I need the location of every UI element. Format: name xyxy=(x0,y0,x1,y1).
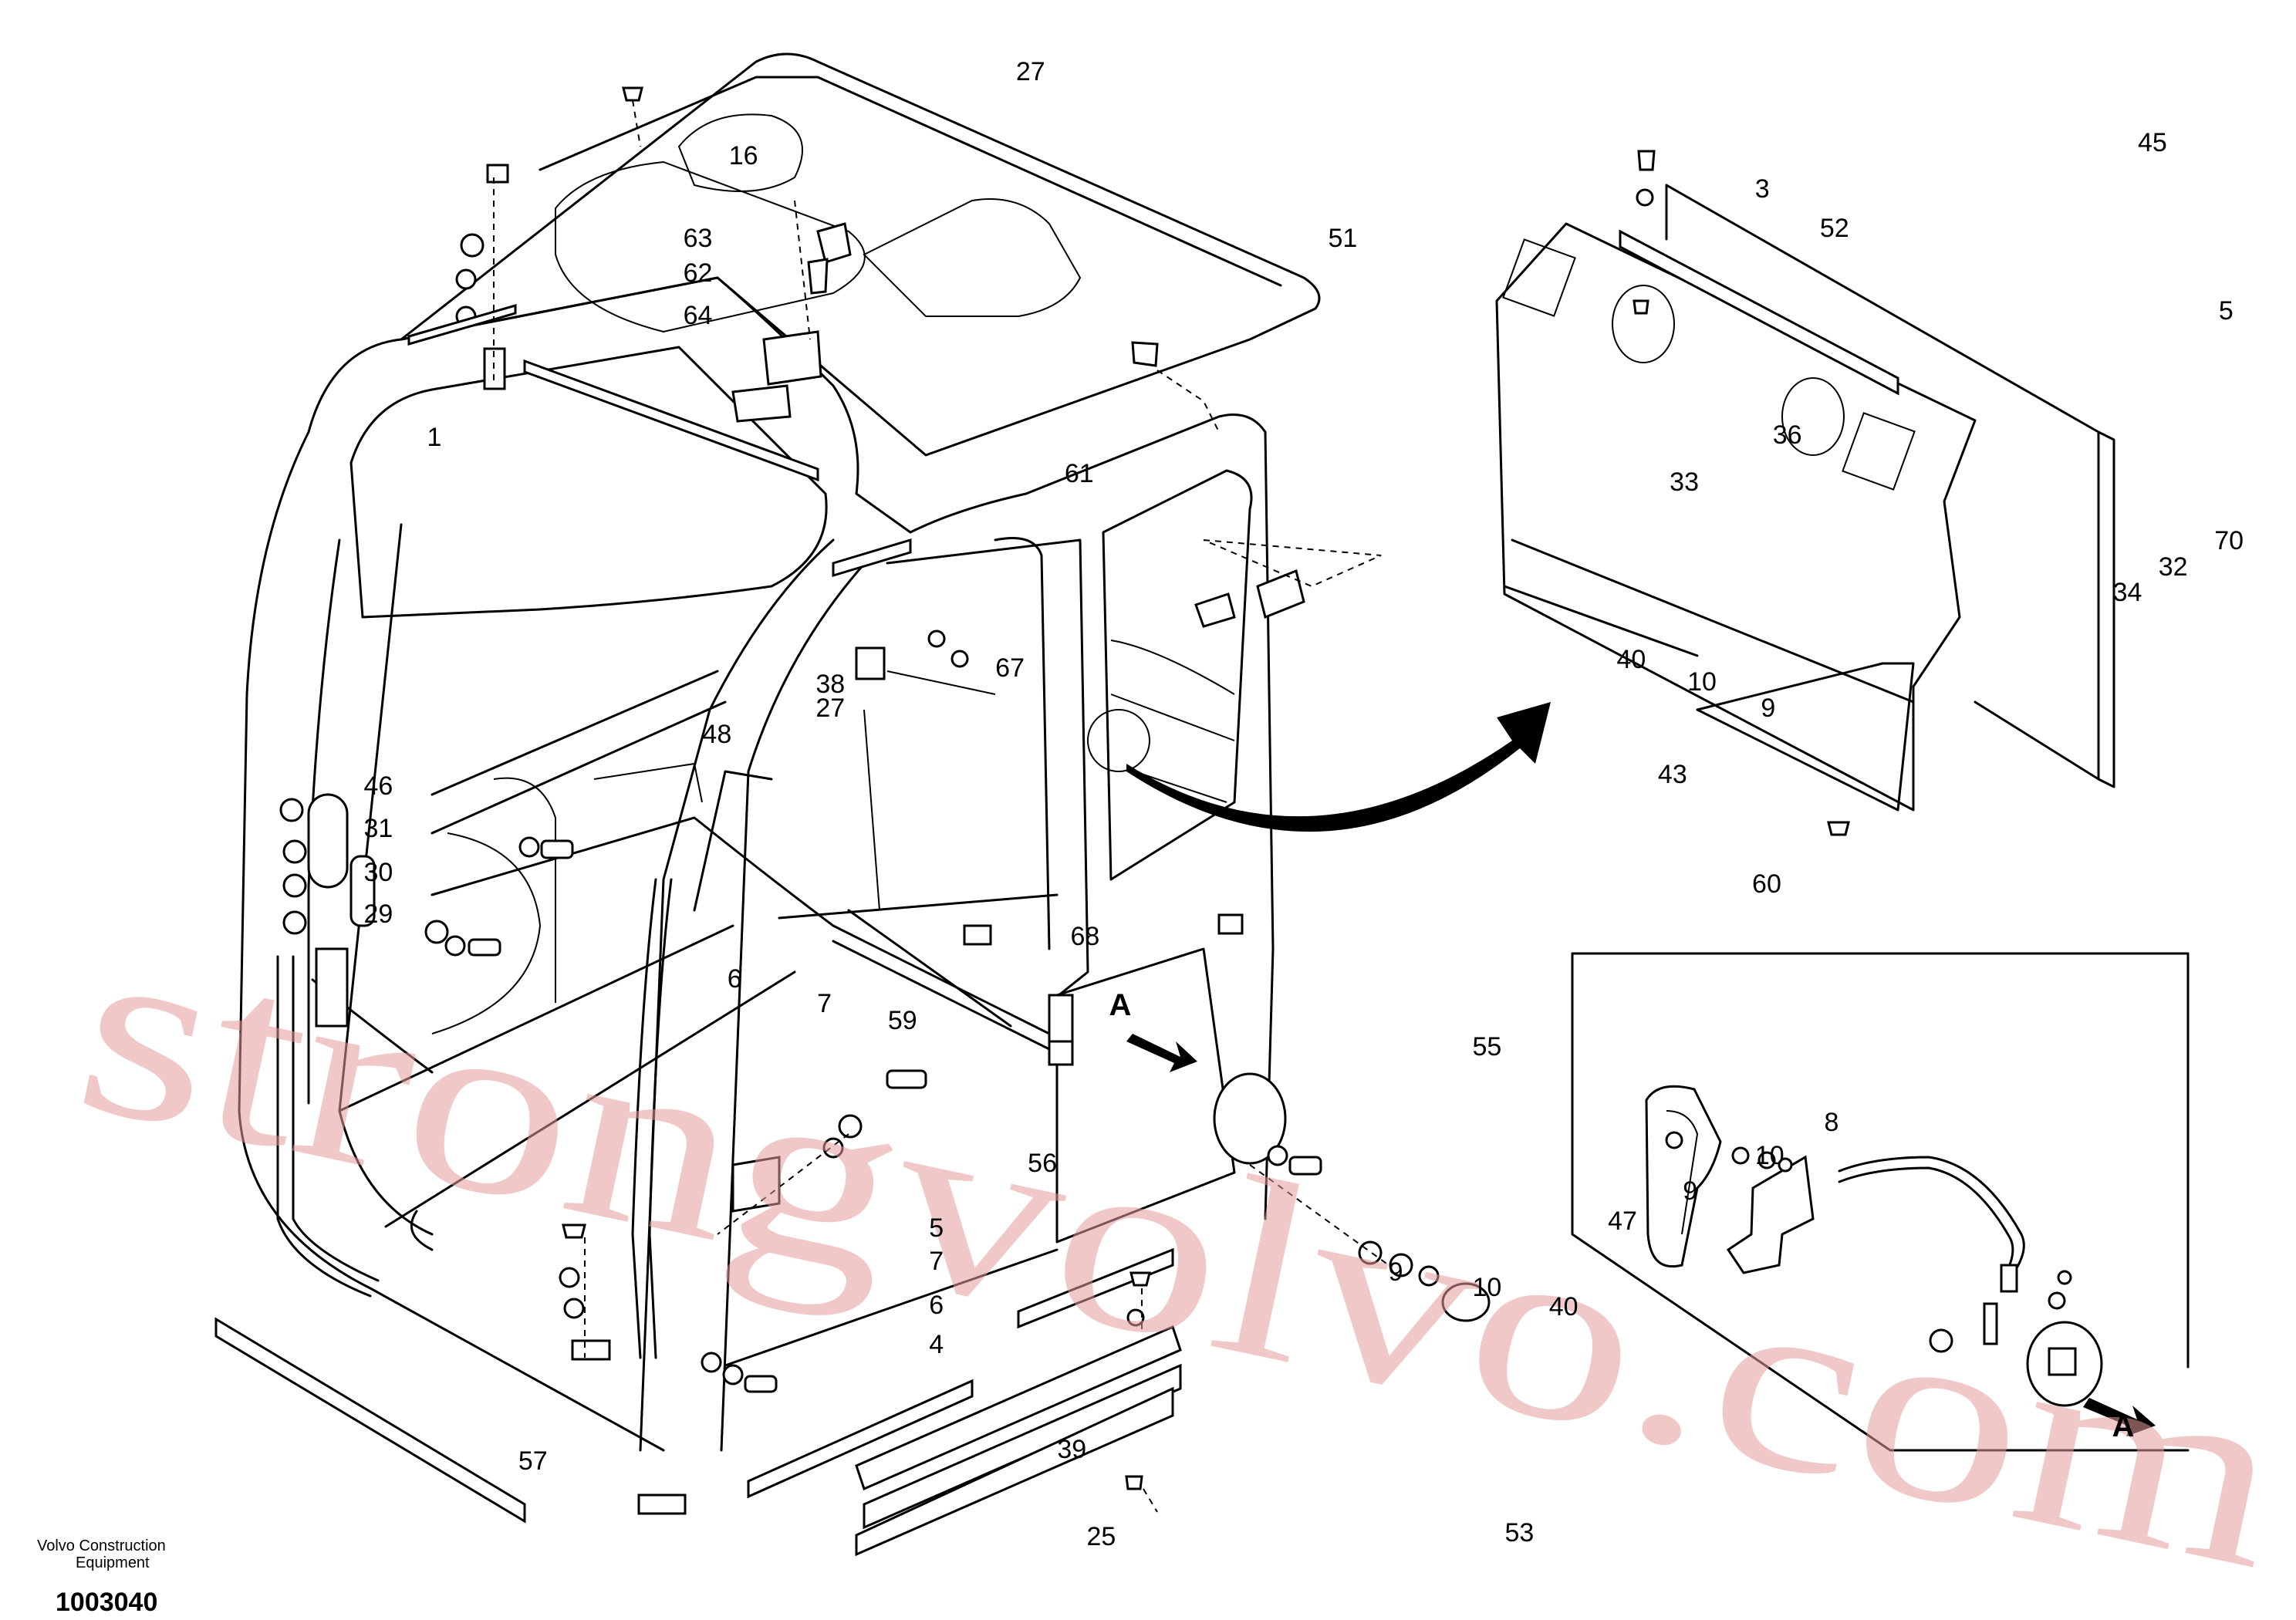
callout-label-62: 62 xyxy=(684,258,713,288)
callout-label-1: 1 xyxy=(427,423,441,452)
detail-view-a xyxy=(1571,952,2190,1452)
callout-label-38: 38 xyxy=(815,670,845,699)
callout-label-29a: 29 xyxy=(364,899,393,929)
callout-label-43: 43 xyxy=(1658,760,1687,789)
callout-label-7a: 7 xyxy=(817,989,832,1018)
callout-label-5a: 5 xyxy=(2219,296,2234,326)
callout-label-68: 68 xyxy=(1071,922,1100,951)
callout-label-63: 63 xyxy=(684,224,713,253)
callout-label-51: 51 xyxy=(1328,224,1357,253)
callout-labels: 2716453515263626452136613370323435401093… xyxy=(364,57,2244,1551)
brand-line-2: Equipment xyxy=(76,1554,150,1571)
callout-label-57: 57 xyxy=(518,1446,548,1476)
callout-label-9b: 9 xyxy=(1683,1176,1697,1206)
callout-label-6a: 6 xyxy=(728,964,742,994)
callout-label-70: 70 xyxy=(2214,526,2244,555)
drawing-number: 1003040 xyxy=(56,1588,157,1617)
callout-label-10a: 10 xyxy=(1687,667,1717,697)
callout-label-40a: 40 xyxy=(1616,645,1646,674)
callout-label-34: 34 xyxy=(2113,578,2142,607)
callout-label-9c: 9 xyxy=(1389,1257,1403,1287)
callout-label-60: 60 xyxy=(1752,869,1781,899)
view-mark-A2: A xyxy=(2112,1409,2135,1443)
callout-label-31a: 31 xyxy=(364,814,393,843)
door-seals xyxy=(276,770,773,1359)
callout-label-61: 61 xyxy=(1065,459,1094,488)
callout-label-46: 46 xyxy=(364,771,393,801)
callout-label-52: 52 xyxy=(1820,214,1849,243)
callout-label-40b: 40 xyxy=(1549,1292,1578,1321)
cab-frame xyxy=(238,276,1275,1452)
callout-label-64: 64 xyxy=(684,301,713,330)
callout-label-10c: 10 xyxy=(1472,1273,1501,1302)
watermark: strongvolvo.com xyxy=(58,882,2296,1620)
transfer-arrow xyxy=(1126,702,1551,832)
cab-roof xyxy=(400,52,1321,457)
view-marks: AA xyxy=(1109,988,2135,1443)
callout-label-6b: 6 xyxy=(929,1291,944,1320)
callout-label-67: 67 xyxy=(995,653,1025,683)
hardware-parts xyxy=(279,86,1850,1513)
callout-label-45: 45 xyxy=(2138,128,2167,157)
view-mark-A1: A xyxy=(1109,988,1132,1022)
callout-label-10b: 10 xyxy=(1755,1141,1784,1170)
callout-label-33: 33 xyxy=(1670,467,1699,497)
callout-label-30a: 30 xyxy=(364,858,393,887)
callout-label-39: 39 xyxy=(1057,1435,1086,1464)
callout-label-8: 8 xyxy=(1824,1108,1838,1137)
callout-label-16: 16 xyxy=(729,141,758,170)
callout-label-4: 4 xyxy=(929,1330,944,1359)
callout-label-36: 36 xyxy=(1773,420,1802,450)
callout-label-59: 59 xyxy=(888,1006,917,1035)
bottom-rails xyxy=(214,1247,1182,1557)
callout-label-27b: 27 xyxy=(815,694,845,723)
callout-label-7b: 7 xyxy=(929,1247,944,1276)
callout-label-47: 47 xyxy=(1608,1207,1637,1236)
callout-label-48: 48 xyxy=(702,720,731,749)
callout-label-53: 53 xyxy=(1504,1518,1534,1547)
callout-label-56: 56 xyxy=(1028,1149,1057,1178)
callout-label-9a: 9 xyxy=(1761,694,1775,723)
callout-label-55: 55 xyxy=(1472,1032,1501,1061)
callout-label-5b: 5 xyxy=(929,1213,944,1243)
view-arrows xyxy=(1126,1034,2156,1436)
callout-label-25: 25 xyxy=(1086,1522,1116,1551)
callout-label-3: 3 xyxy=(1755,174,1770,204)
brand-line-1: Volvo Construction xyxy=(37,1537,166,1554)
callout-label-27a: 27 xyxy=(1016,57,1045,86)
callout-label-32: 32 xyxy=(2159,552,2188,582)
rear-panel xyxy=(1495,184,2115,812)
